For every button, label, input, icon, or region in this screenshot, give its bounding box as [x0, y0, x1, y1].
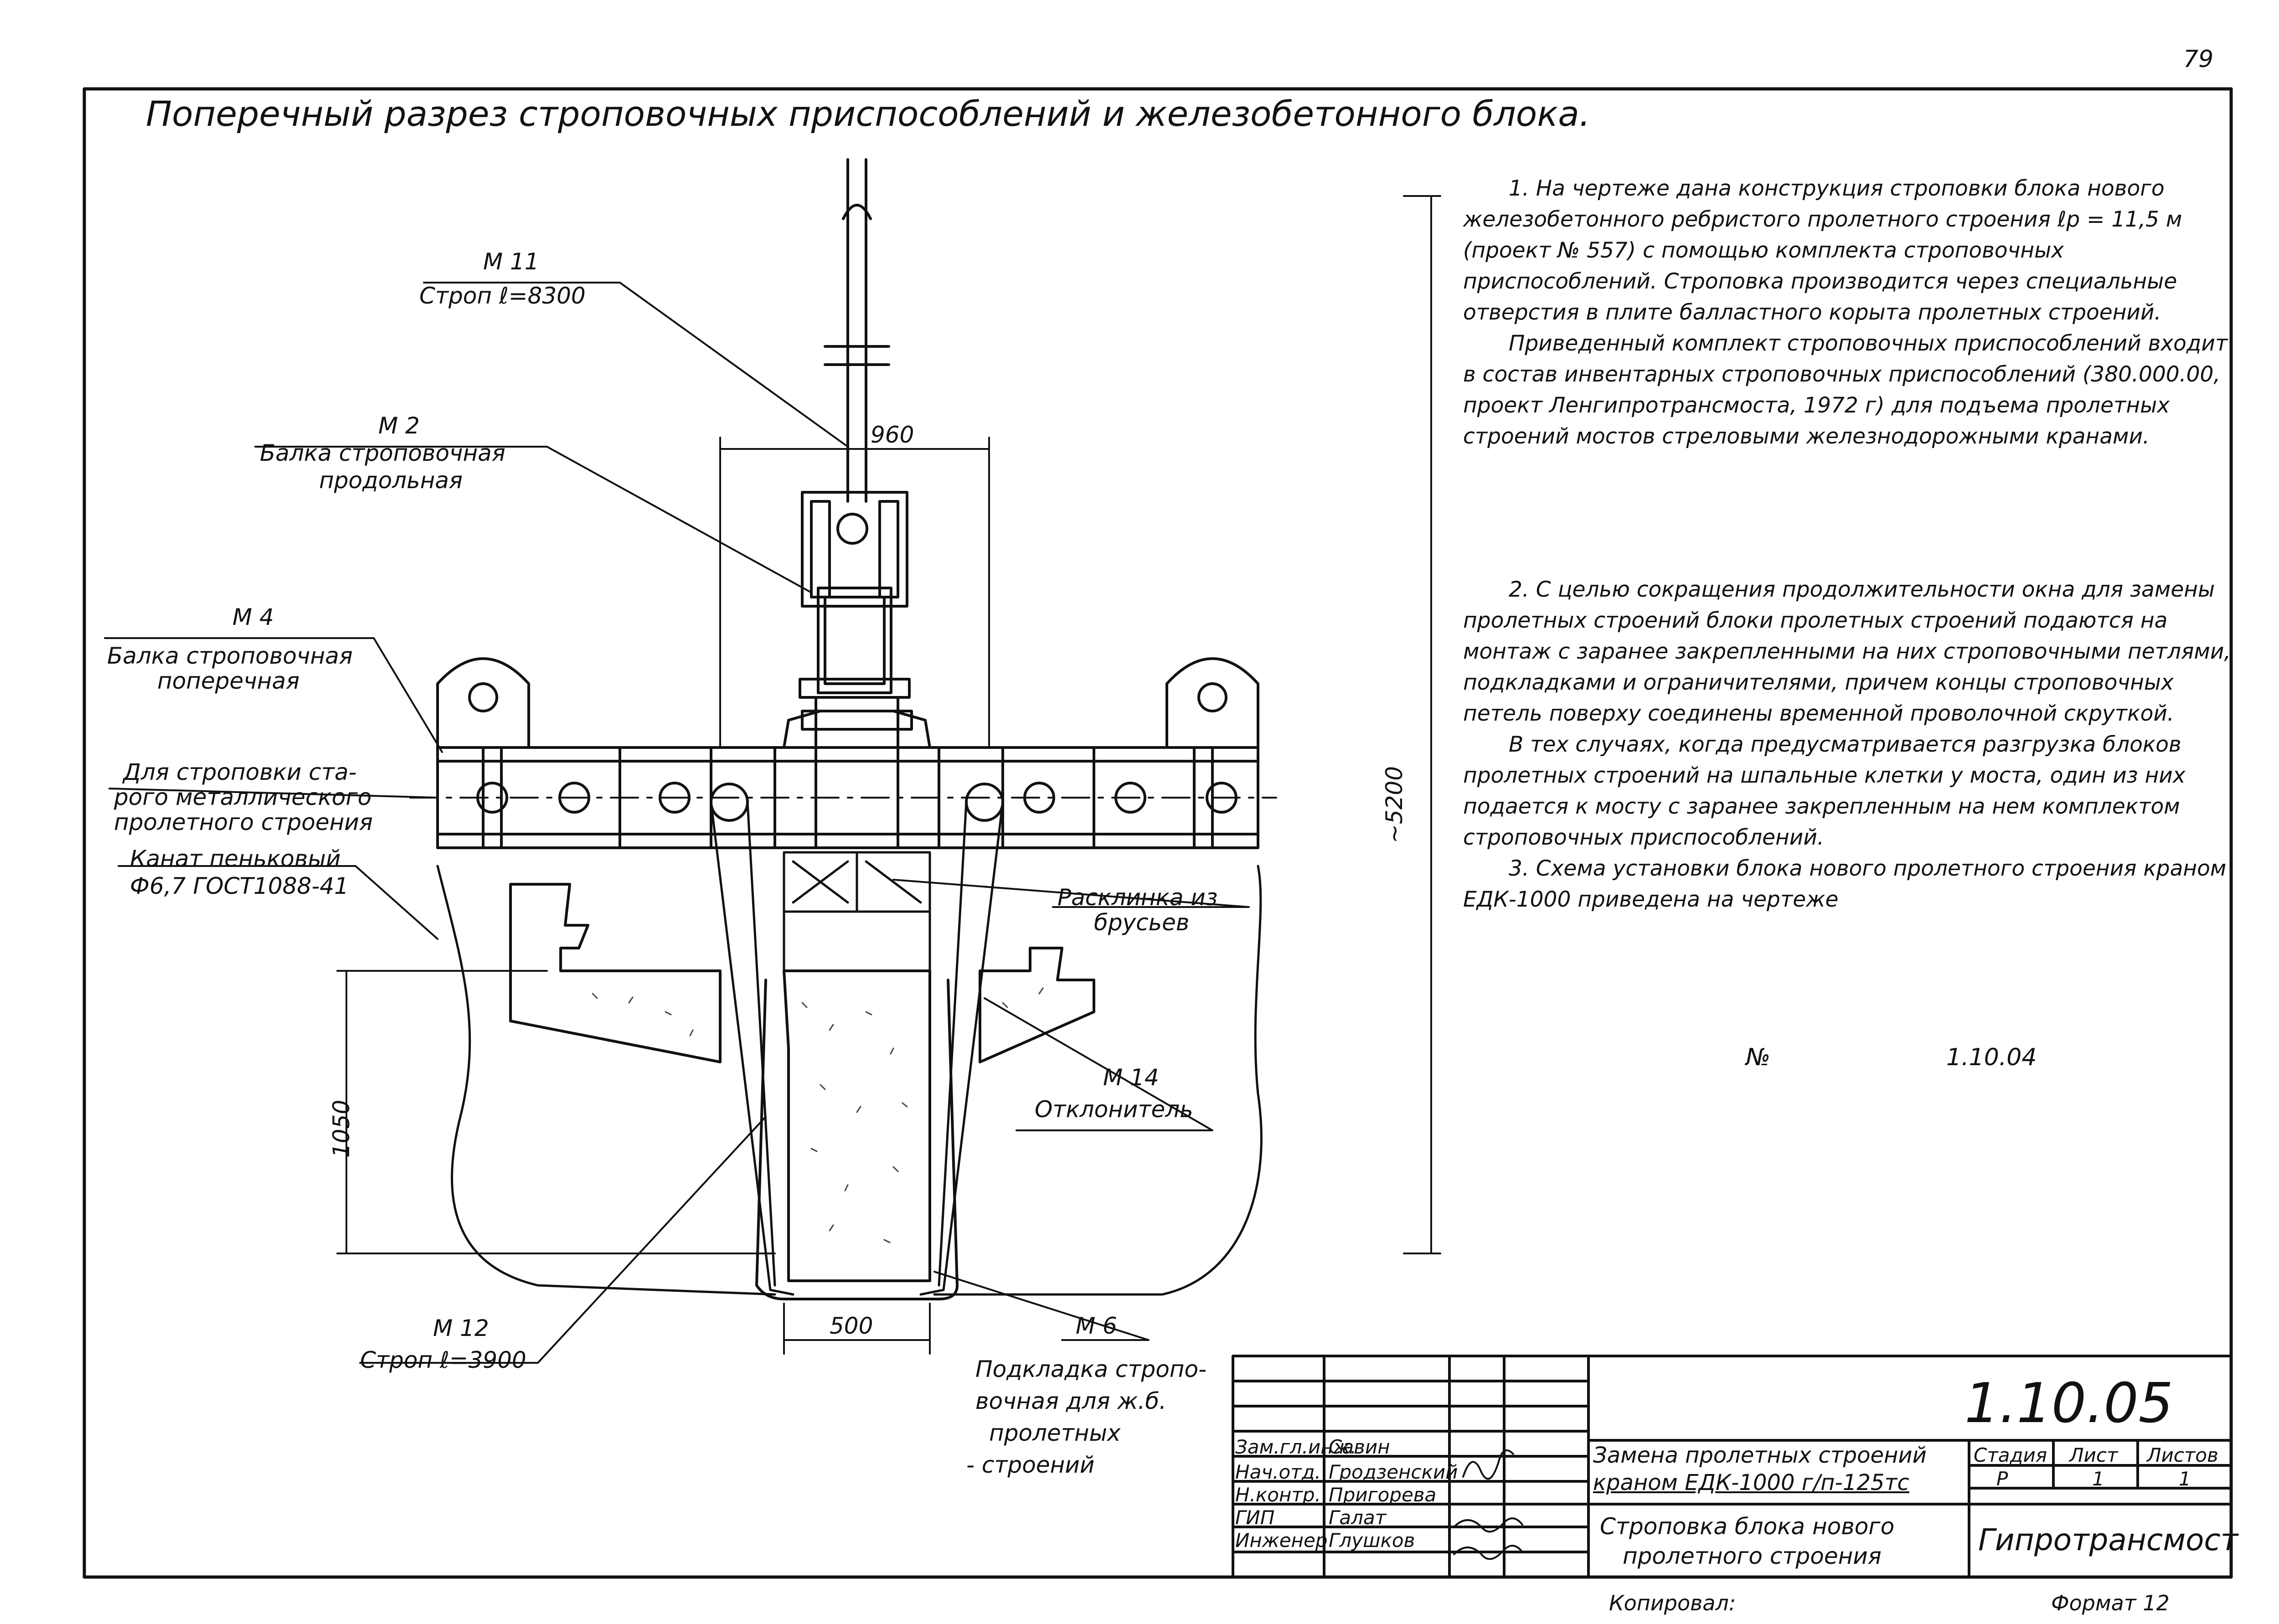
label-m11-text: Строп ℓ=8300 [419, 283, 586, 309]
label-m6-text1: Подкладка стропо- [975, 1356, 1207, 1382]
hook-block [783, 491, 931, 749]
label-m6-code: М 6 [1076, 1313, 1117, 1339]
block-slings [710, 801, 1004, 1296]
stamp-sheet-value: 1 [2092, 1468, 2104, 1490]
label-m2-text1: Балка строповочная [260, 440, 505, 466]
label-m14-text: Отклонитель [1035, 1096, 1193, 1123]
stamp-name-4: Галат [1329, 1506, 1387, 1529]
dim-height-total: ~5200 [1381, 766, 1408, 843]
drawing-ref-number: 1.10.04 [1946, 1044, 2037, 1071]
ground-outline-right [933, 865, 1263, 1296]
note-3-text: 3. Схема установки блока нового пролетно… [1463, 856, 2227, 912]
leader-lines [104, 282, 1250, 1364]
title-block-grid [1232, 1355, 2233, 1578]
spacers [783, 851, 931, 972]
stamp-name-2: Гродзенский [1329, 1461, 1458, 1483]
note-1b-text: Приведенный комплект строповочных приспо… [1463, 331, 2228, 449]
stamp-org: Гипротрансмост [1978, 1522, 2238, 1557]
stamp-role-1: Зам.гл.инж. [1235, 1436, 1356, 1458]
stamp-role-2: Нач.отд. [1235, 1461, 1321, 1483]
label-spacer-text2: брусьев [1094, 909, 1190, 936]
note-2: 2. С целью сокращения продолжительности … [1463, 574, 2238, 915]
stamp-name-5: Глушков [1329, 1529, 1415, 1552]
label-m11-code: М 11 [483, 248, 539, 275]
label-old-text1: Для строповки ста- [123, 759, 357, 785]
footer-format: Формат 12 [2051, 1591, 2170, 1615]
stamp-sheet-title-1: Строповка блока нового [1600, 1513, 1895, 1540]
sheave-right [965, 783, 1004, 822]
concrete-hatch [592, 987, 1044, 1243]
label-m2-text2: продольная [319, 467, 463, 494]
footer-copied: Копировал: [1609, 1591, 1736, 1615]
stamp-stage-label: Стадия [1974, 1444, 2047, 1466]
stamp-name-3: Пригорева [1329, 1484, 1437, 1506]
stamp-role-5: Инженер [1235, 1529, 1328, 1552]
dim-top-width: 960 [871, 422, 914, 448]
stamp-project-title-1: Замена пролетных строений [1593, 1443, 1927, 1468]
label-m4-code: М 4 [232, 604, 274, 630]
dim-block-height: 1050 [328, 1099, 355, 1158]
stamp-role-4: ГИП [1235, 1506, 1275, 1529]
drawing-title: Поперечный разрез строповочных приспособ… [146, 93, 1590, 134]
label-spacer-text1: Расклинка из [1057, 884, 1218, 911]
label-m6-text2: вочная для ж.б. [975, 1388, 1167, 1414]
label-m12-text: Строп ℓ=3900 [360, 1347, 526, 1373]
stamp-stage-value: Р [1996, 1468, 2008, 1490]
cross-beam [409, 657, 1277, 849]
label-m4-text2: поперечная [157, 668, 300, 694]
label-m14-code: М 14 [1103, 1064, 1159, 1091]
stamp-role-3: Н.контр. [1235, 1484, 1321, 1506]
dimension-lines [336, 195, 1441, 1355]
label-m4-text1: Балка строповочная [107, 643, 353, 669]
sheave-left [710, 783, 749, 822]
note-2-text: 2. С целью сокращения продолжительности … [1463, 577, 2231, 726]
stamp-sheets-label: Листов [2147, 1444, 2218, 1466]
stamp-name-1: Савин [1329, 1436, 1390, 1458]
label-m6-text3: пролетных [989, 1420, 1121, 1446]
stamp-sheets-value: 1 [2179, 1468, 2191, 1490]
ground-outline [436, 865, 776, 1296]
note-2b-text: В тех случаях, когда предусматривается р… [1463, 732, 2186, 850]
stamp-sheet-title-2: пролетного строения [1623, 1543, 1882, 1569]
label-m12-code: М 12 [433, 1315, 489, 1341]
stamp-code: 1.10.05 [1964, 1372, 2174, 1435]
label-rope-text2: Ф6,7 ГОСТ1088-41 [130, 873, 349, 899]
label-old-text2: рого металлического [114, 784, 372, 810]
top-sling [824, 158, 890, 503]
label-m2-code: М 2 [378, 412, 420, 439]
page-number: 79 [2183, 46, 2214, 73]
label-m6-text4: - строений [966, 1452, 1095, 1478]
label-old-text3: пролетного строения [114, 809, 373, 835]
note-1-text: 1. На чертеже дана конструкция строповки… [1463, 176, 2182, 325]
concrete-block [509, 883, 1095, 1300]
stamp-sheet-label: Лист [2069, 1444, 2118, 1466]
drawing-ref-no: № [1746, 1044, 1771, 1071]
label-rope-text1: Канат пеньковый [130, 846, 341, 872]
signatures [1453, 1449, 1523, 1560]
dim-bottom-width: 500 [830, 1313, 873, 1339]
stamp-project-title-2: краном ЕДК-1000 г/п-125тс [1593, 1470, 1909, 1495]
note-1: 1. На чертеже дана конструкция строповки… [1463, 173, 2238, 452]
